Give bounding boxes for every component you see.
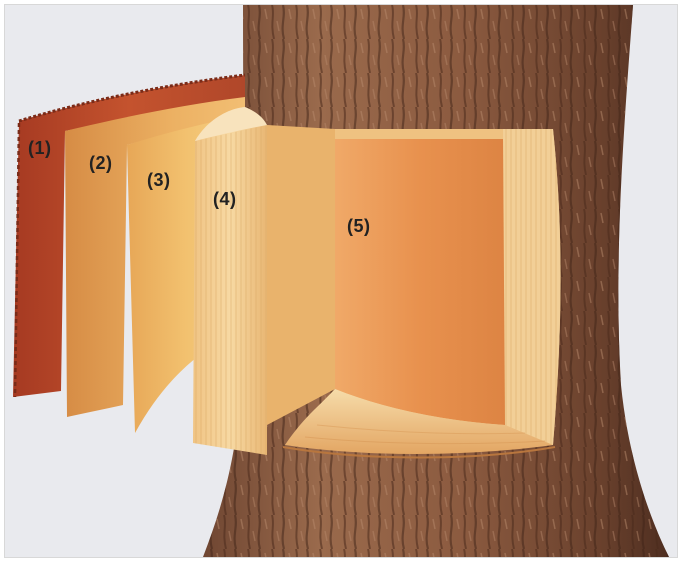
- label-outer-bark: (1): [28, 138, 52, 159]
- label-heartwood: (5): [347, 216, 371, 237]
- tree-trunk-cross-section-diagram: (1) (2) (3) (4) (5): [4, 4, 678, 558]
- heartwood-core: [335, 139, 505, 425]
- trunk-illustration: [5, 5, 677, 557]
- label-cambium: (3): [147, 170, 171, 191]
- label-inner-bark: (2): [89, 153, 113, 174]
- label-sapwood: (4): [213, 189, 237, 210]
